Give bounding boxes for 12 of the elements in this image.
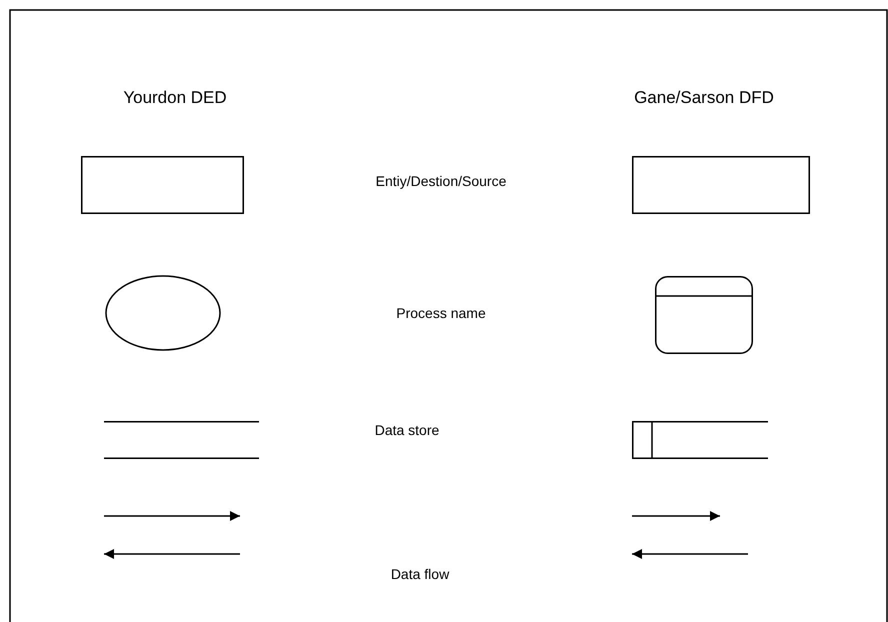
column-heading: Yourdon DED [123, 88, 227, 108]
symbol-label: Entiy/Destion/Source [376, 173, 506, 189]
data-store-lines [104, 421, 259, 459]
process-rounded-box [655, 276, 753, 354]
entity-box [632, 156, 810, 214]
entity-box [81, 156, 244, 214]
symbol-label: Data store [374, 422, 440, 438]
column-heading: Gane/Sarson DFD [634, 88, 774, 108]
process-ellipse [105, 275, 221, 351]
symbol-label: Data flow [390, 566, 450, 582]
data-store-open-box [632, 421, 768, 459]
symbol-label: Process name [396, 305, 486, 321]
